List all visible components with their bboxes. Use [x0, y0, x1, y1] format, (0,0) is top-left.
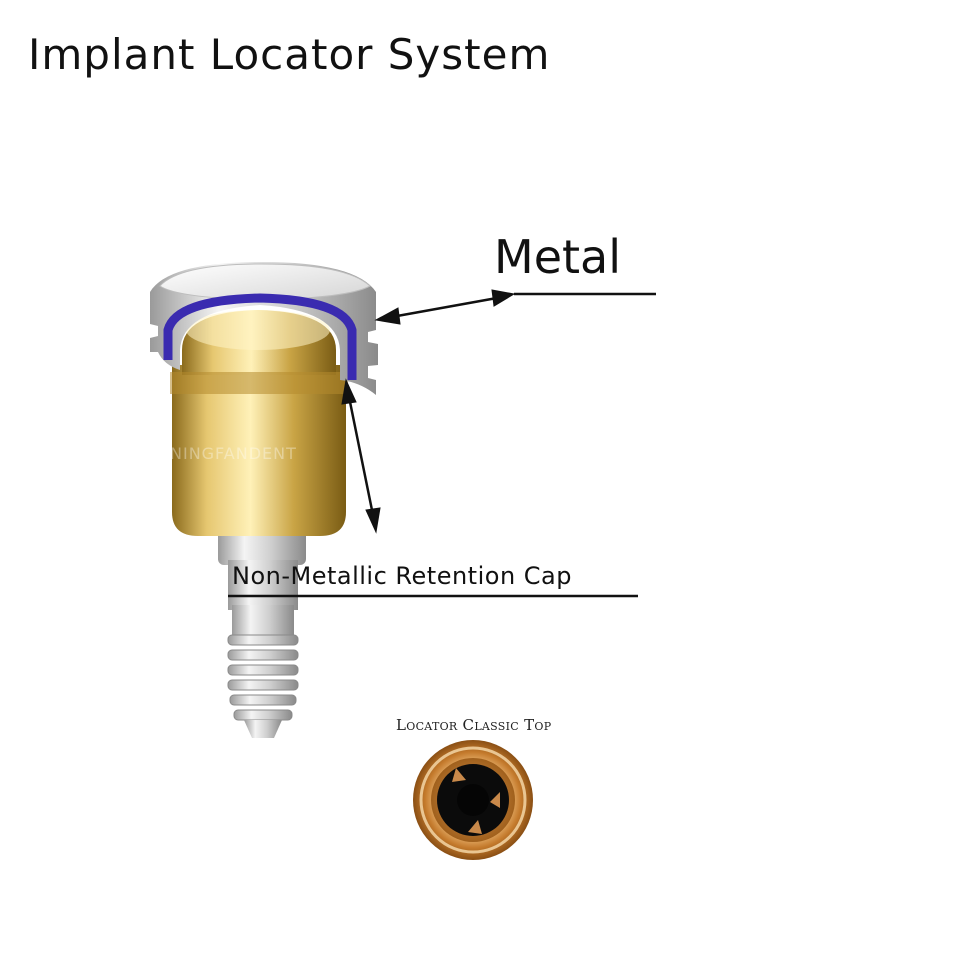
retention-cap-callout [228, 378, 638, 598]
page-title: Implant Locator System [28, 30, 551, 79]
metal-housing [150, 262, 378, 395]
implant-screw [218, 525, 306, 738]
metal-callout [374, 289, 656, 325]
watermark-text: NINGFANDENT [170, 444, 297, 463]
metal-label: Metal [494, 230, 621, 284]
classic-top-label: Locator Classic Top [396, 716, 552, 734]
retention-cap-label: Non-Metallic Retention Cap [232, 562, 572, 590]
locator-classic-top-view [413, 740, 533, 860]
gold-abutment-body [170, 310, 348, 536]
